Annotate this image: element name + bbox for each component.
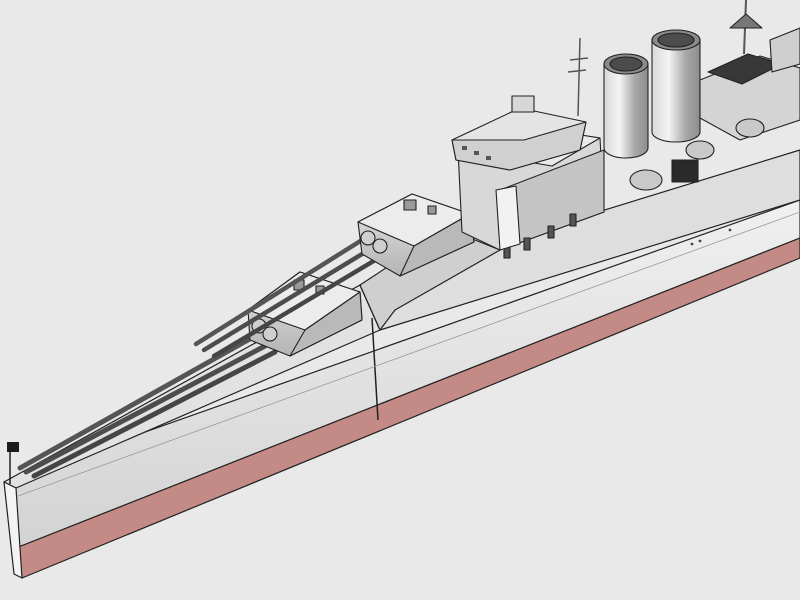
hull-break-line [371,317,379,421]
turret-b [193,193,475,359]
jack-flag-icon [7,442,19,452]
bridge-windows [462,146,491,160]
funnel-aft [651,29,701,143]
turret-b-barrels [193,237,385,359]
turret-a-barrels [17,333,278,479]
funnel-fore [603,53,649,159]
bridge [451,95,605,259]
funnels [603,29,701,159]
aft-superstructure [629,0,800,191]
deck-guns [503,213,577,259]
bow-jack [7,442,19,484]
bow-stem [3,481,23,579]
secondary-mounts [629,118,765,191]
hull-chine-line [17,211,800,497]
foremast [567,37,589,117]
portholes [690,228,732,246]
